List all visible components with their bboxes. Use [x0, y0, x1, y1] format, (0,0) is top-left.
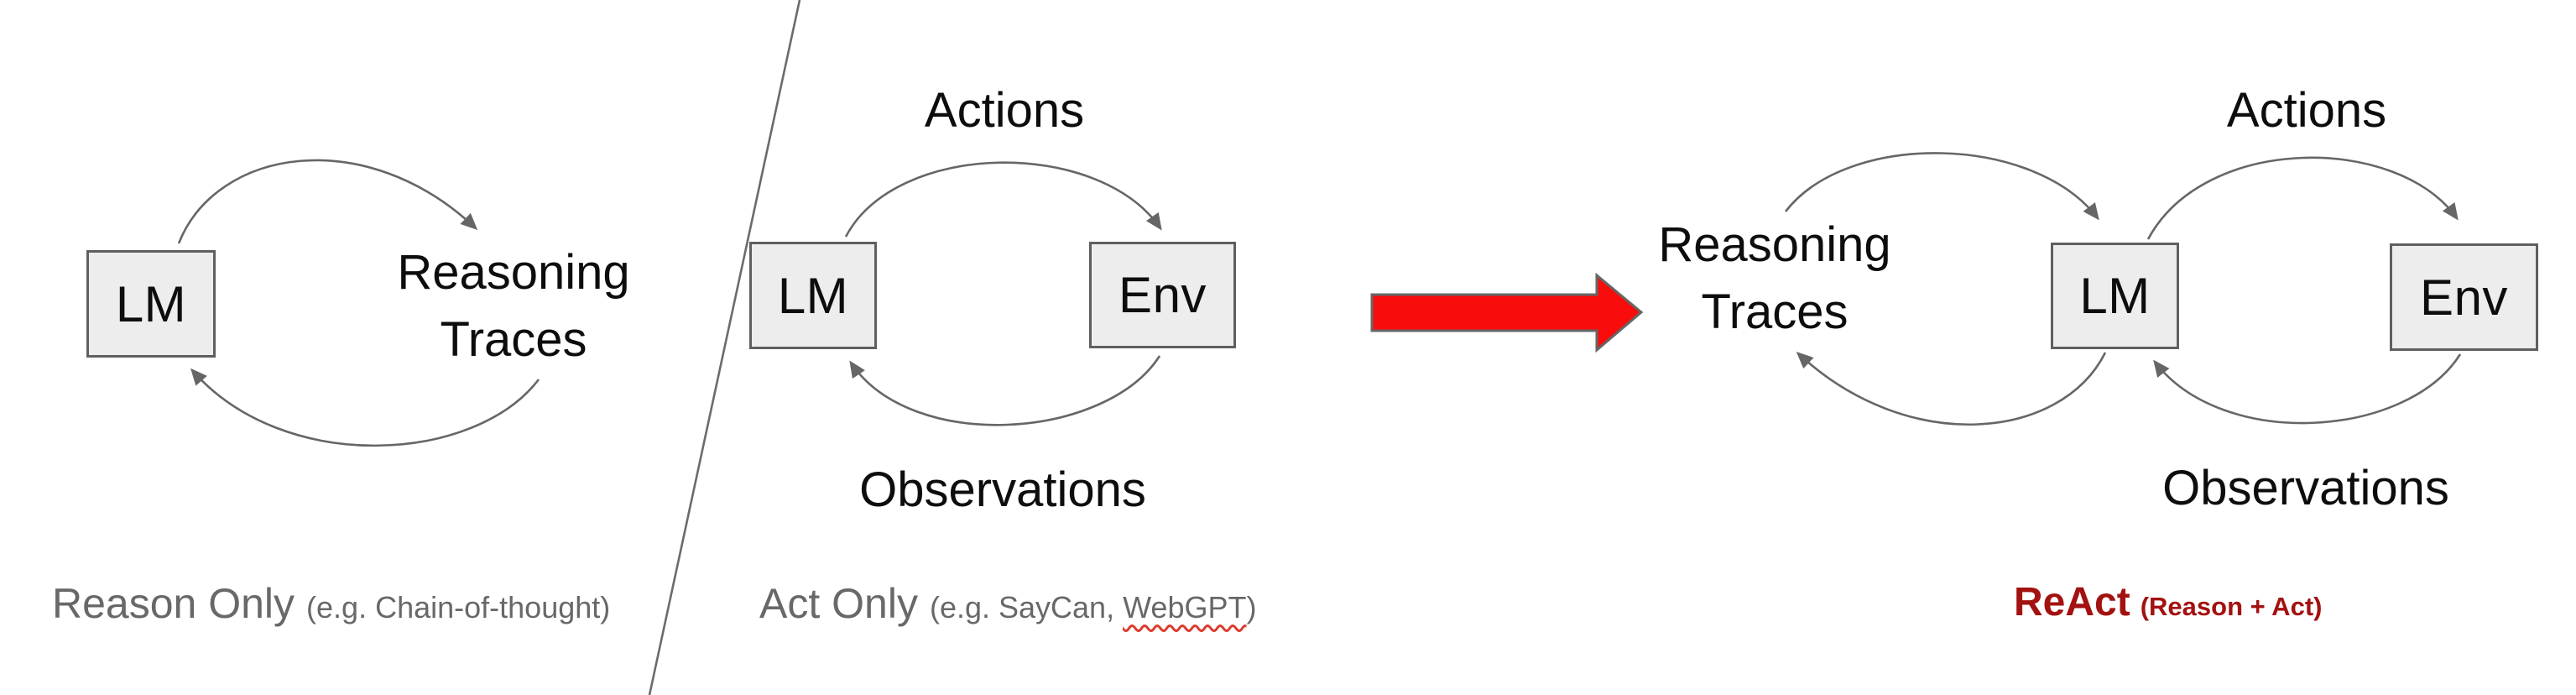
observations-label-react: Observations	[2159, 455, 2453, 522]
caption-note-prefix: (e.g. SayCan,	[929, 590, 1115, 624]
action-loop-top-arc	[844, 161, 1162, 238]
reasoning-label-line: Reasoning	[1658, 217, 1891, 272]
react-observation-loop-bottom-arc	[2153, 353, 2462, 425]
observations-label-text: Observations	[859, 462, 1146, 517]
actions-label-text: Actions	[924, 83, 1085, 138]
observations-label-text: Observations	[2162, 461, 2449, 515]
reasoning-label-line: Reasoning	[397, 245, 630, 300]
react-action-loop-top-arc	[2146, 156, 2459, 240]
lm-node-act-only: LM	[749, 242, 877, 349]
lm-node-react: LM	[2051, 243, 2179, 349]
panel-separator-line	[648, 0, 801, 695]
traces-label-line: Traces	[440, 312, 587, 367]
react-reason-loop-bottom-arc	[1796, 351, 2107, 426]
lm-node-label: LM	[115, 275, 187, 332]
env-node-label: Env	[2420, 269, 2508, 326]
caption-reason-only-note: (e.g. Chain-of-thought)	[306, 590, 611, 624]
lm-node-reason-only: LM	[86, 250, 216, 358]
lm-node-label: LM	[2079, 268, 2151, 324]
caption-act-only-note: (e.g. SayCan, WebGPT)	[930, 590, 1257, 625]
caption-act-only: Act Only (e.g. SayCan, WebGPT)	[759, 579, 1256, 628]
actions-label-act-only: Actions	[879, 77, 1130, 144]
reasoning-traces-label-reason-only: Reasoning Traces	[367, 239, 660, 374]
reason-loop-top-arc	[177, 159, 478, 244]
caption-react: ReAct (Reason + Act)	[2014, 579, 2322, 625]
traces-label-line: Traces	[1701, 285, 1849, 339]
actions-label-react: Actions	[2181, 77, 2433, 144]
env-node-react: Env	[2390, 243, 2538, 351]
caption-note-webgpt-misspelled: WebGPT	[1123, 590, 1247, 624]
caption-reason-only-title: Reason Only	[52, 580, 295, 627]
env-node-label: Env	[1119, 267, 1207, 323]
react-reason-loop-top-arc	[1784, 152, 2099, 221]
lm-node-label: LM	[777, 267, 849, 324]
caption-react-note: (Reason + Act)	[2140, 592, 2323, 621]
observations-label-act-only: Observations	[856, 457, 1150, 524]
caption-reason-only: Reason Only (e.g. Chain-of-thought)	[52, 579, 610, 628]
actions-label-text: Actions	[2226, 83, 2387, 138]
caption-note-suffix: )	[1246, 590, 1257, 624]
reasoning-traces-label-react: Reasoning Traces	[1628, 212, 1922, 346]
caption-react-title: ReAct	[2014, 580, 2130, 624]
reason-loop-bottom-arc	[190, 368, 540, 447]
env-node-act-only: Env	[1089, 242, 1236, 348]
observation-loop-bottom-arc	[849, 355, 1161, 426]
red-transition-arrow	[1370, 272, 1644, 353]
caption-act-only-title: Act Only	[759, 580, 918, 627]
